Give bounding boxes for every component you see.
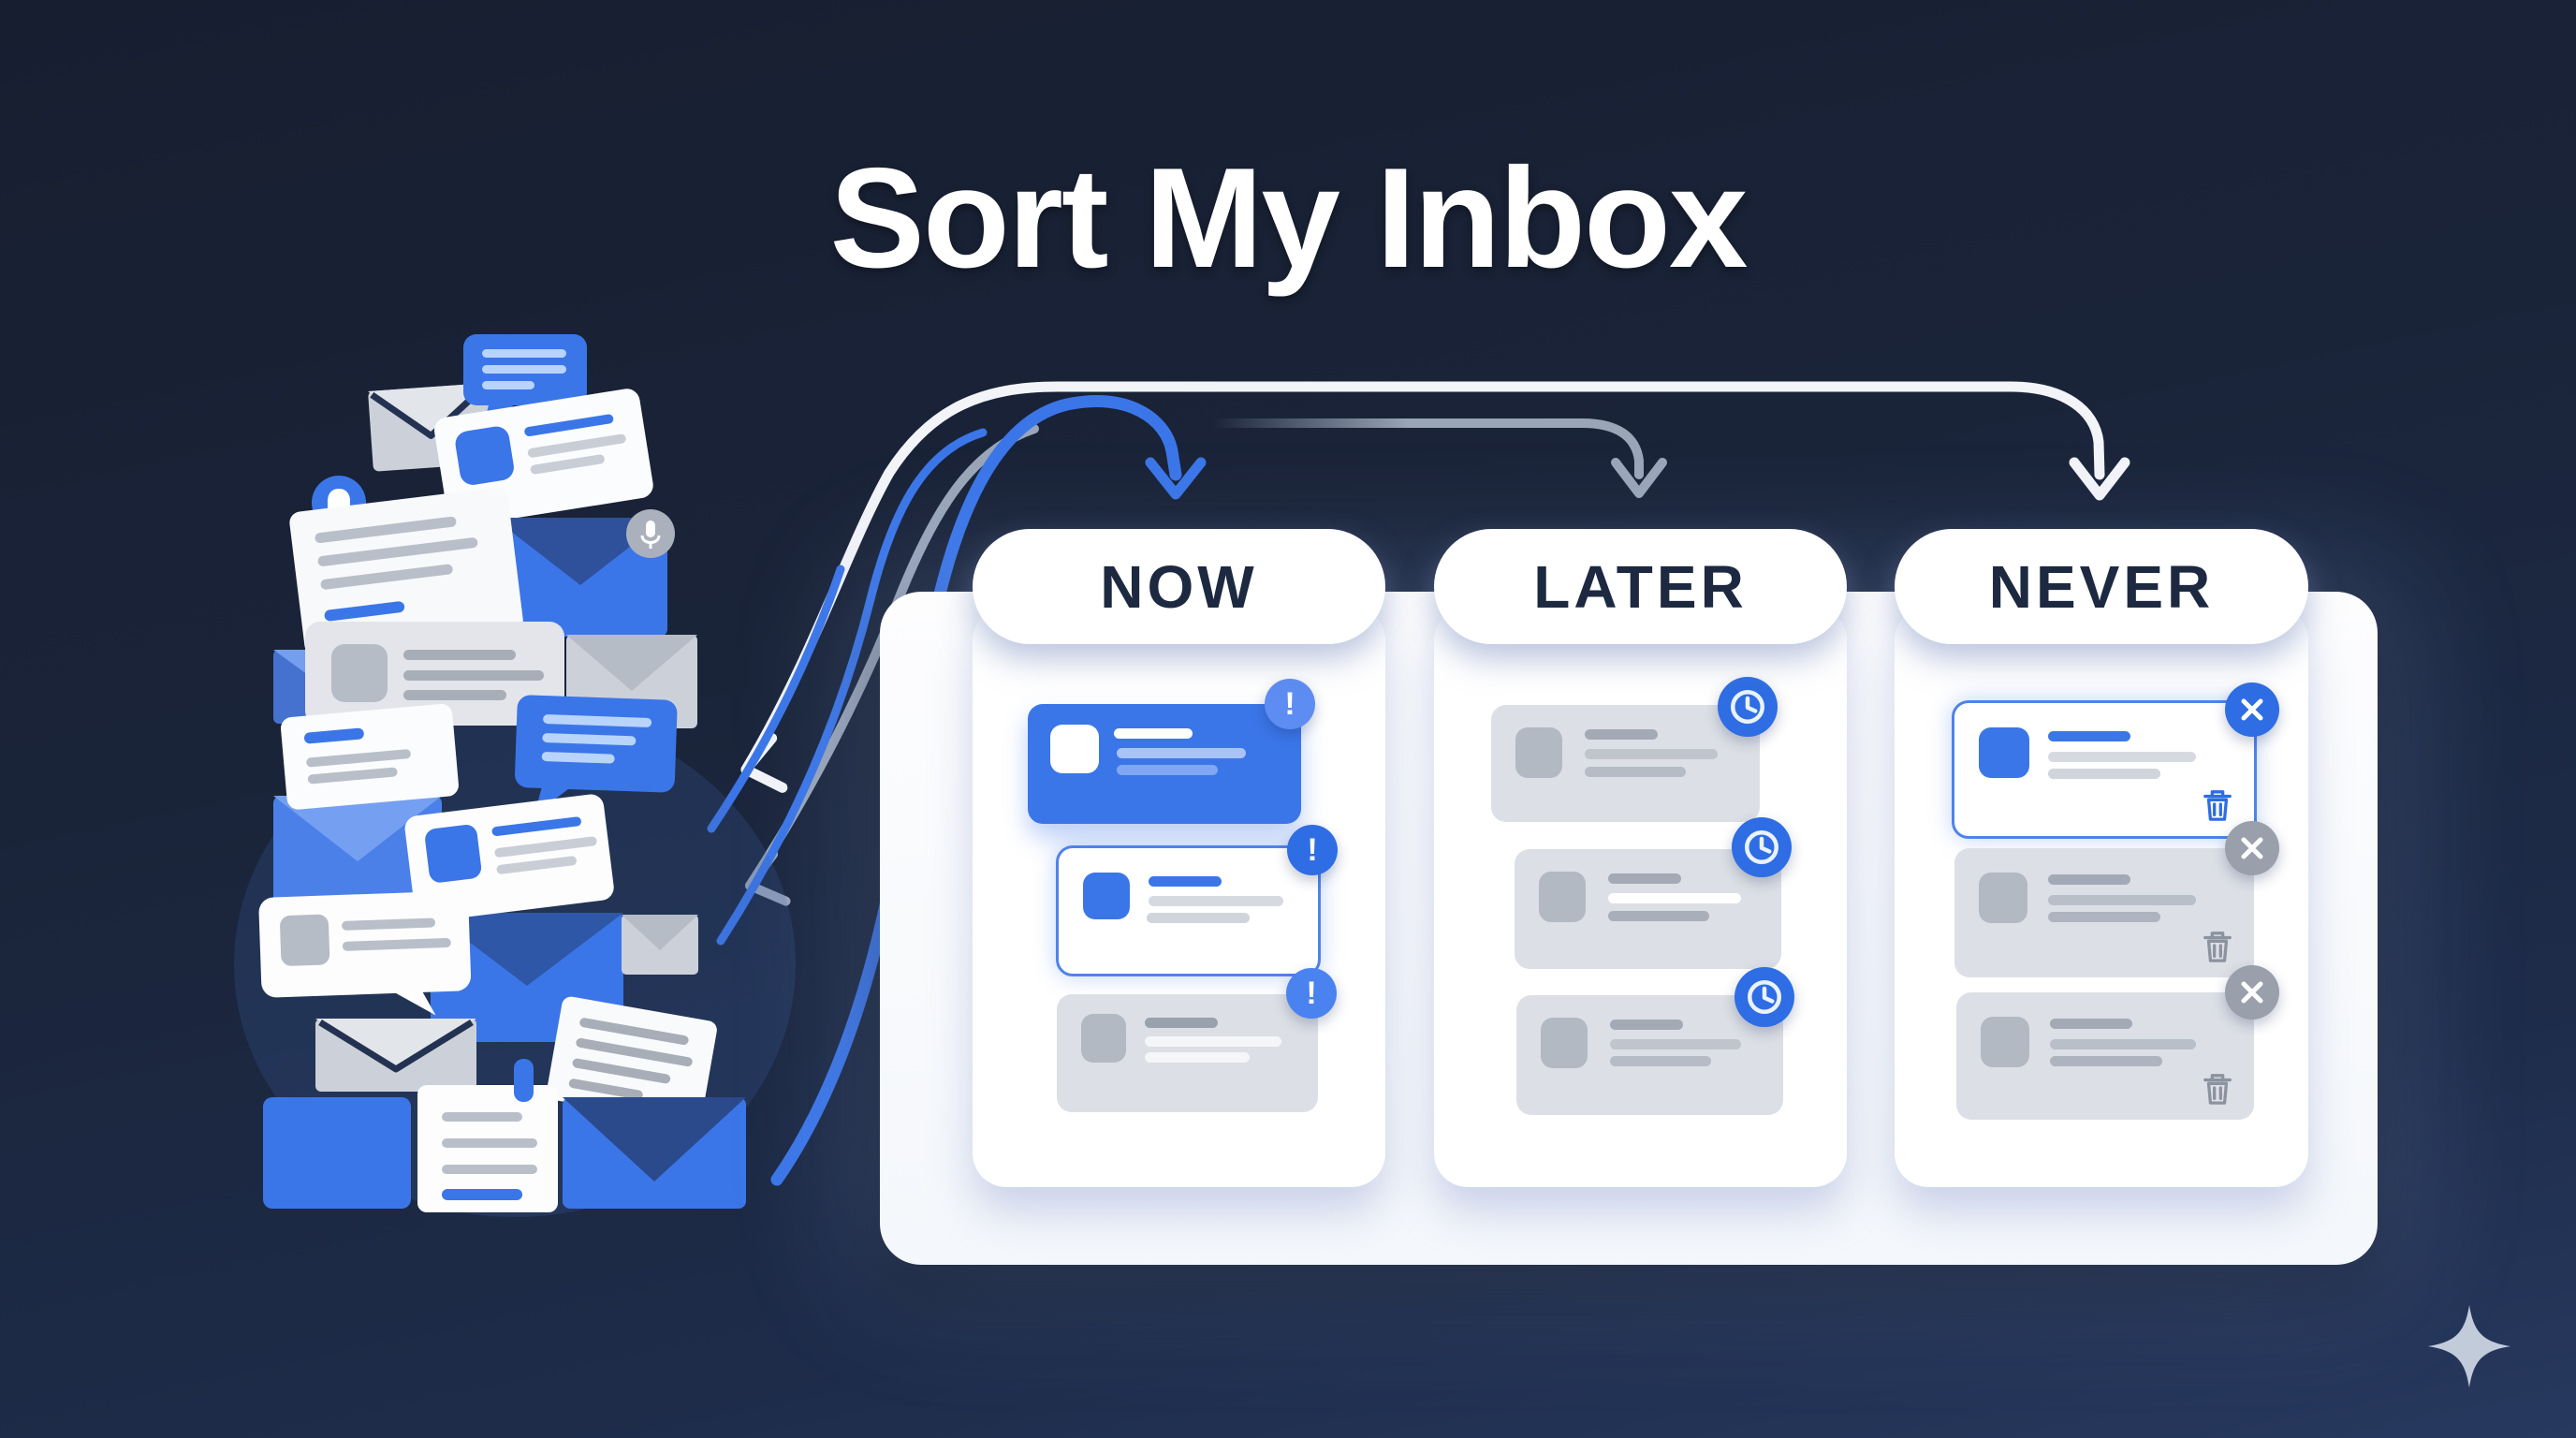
column-never bbox=[1895, 607, 2308, 1187]
email-card bbox=[1491, 705, 1760, 822]
urgent-badge: ! bbox=[1286, 968, 1337, 1019]
email-card bbox=[1515, 849, 1781, 969]
urgent-badge: ! bbox=[1265, 679, 1315, 729]
avatar bbox=[1515, 727, 1562, 778]
note-card bbox=[289, 487, 523, 656]
inbox-tray bbox=[263, 1097, 411, 1209]
dismiss-badge bbox=[2225, 965, 2279, 1020]
clock-icon bbox=[1745, 830, 1778, 864]
avatar bbox=[1539, 872, 1586, 922]
exclamation-icon: ! bbox=[1284, 685, 1295, 722]
envelope-icon bbox=[315, 1019, 476, 1092]
email-card bbox=[1952, 700, 2257, 839]
microphone-icon bbox=[626, 509, 675, 558]
column-header-later: LATER bbox=[1434, 529, 1847, 644]
email-card bbox=[1954, 848, 2254, 977]
email-card bbox=[404, 794, 614, 922]
snooze-badge bbox=[1718, 677, 1778, 737]
envelope-icon bbox=[273, 796, 442, 913]
avatar bbox=[1081, 1014, 1126, 1063]
avatar bbox=[1541, 1018, 1588, 1068]
email-card bbox=[1516, 995, 1783, 1115]
trash-icon bbox=[2203, 1074, 2232, 1105]
letter-sheet bbox=[547, 996, 717, 1124]
exclamation-icon: ! bbox=[1306, 975, 1317, 1011]
email-card bbox=[1028, 704, 1301, 824]
column-later bbox=[1434, 607, 1847, 1187]
x-icon bbox=[2241, 698, 2263, 721]
dismiss-badge bbox=[2225, 821, 2279, 875]
clock-icon bbox=[1731, 690, 1764, 724]
chat-bubble-icon bbox=[258, 890, 472, 1016]
avatar bbox=[1981, 1017, 2029, 1067]
trash-icon bbox=[2203, 790, 2232, 821]
email-card bbox=[1956, 992, 2254, 1120]
column-now: ! ! ! bbox=[973, 607, 1385, 1187]
dismiss-badge bbox=[2225, 682, 2279, 737]
x-icon bbox=[2241, 981, 2263, 1004]
avatar bbox=[1050, 725, 1099, 773]
arrow-to-later bbox=[1208, 418, 1667, 498]
avatar bbox=[1979, 727, 2029, 778]
pinned-note bbox=[417, 1059, 558, 1212]
envelope-icon bbox=[622, 915, 698, 975]
email-card bbox=[305, 622, 564, 726]
sparkle-icon bbox=[2427, 1304, 2511, 1388]
page-title: Sort My Inbox bbox=[829, 139, 1749, 298]
email-card bbox=[1056, 845, 1321, 976]
x-icon bbox=[2241, 837, 2263, 859]
avatar bbox=[1979, 873, 2027, 923]
column-header-never: NEVER bbox=[1895, 529, 2308, 644]
avatar bbox=[1083, 873, 1130, 919]
exclamation-icon: ! bbox=[1307, 831, 1318, 868]
column-header-now: NOW bbox=[973, 529, 1385, 644]
trash-icon bbox=[2203, 932, 2232, 962]
urgent-badge: ! bbox=[1287, 825, 1338, 875]
email-card bbox=[1057, 994, 1318, 1112]
envelope-icon bbox=[563, 1097, 746, 1209]
snooze-badge bbox=[1734, 967, 1794, 1027]
envelope-icon bbox=[493, 518, 667, 637]
snooze-badge bbox=[1732, 817, 1792, 877]
clock-icon bbox=[1748, 980, 1781, 1014]
email-card bbox=[281, 703, 459, 810]
inbox-pile bbox=[234, 334, 796, 1217]
